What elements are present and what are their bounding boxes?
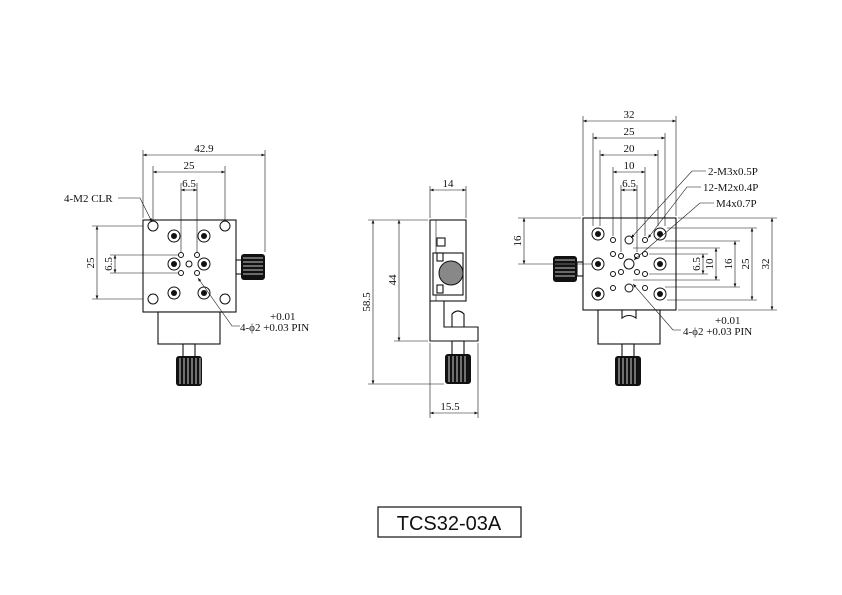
front-side-knob [241,254,265,280]
front-hole-clr [219,293,231,305]
side-lower-body [429,300,479,342]
top-callout-m3: 2-M3x0.5P [708,166,758,178]
top-callout-m2: 12-M2x0.4P [703,182,758,194]
top-dim-25: 25 [624,126,636,138]
side-dim-585: 58.5 [361,292,373,312]
front-dim-65x: 6.5 [182,178,196,190]
front-hole-clr [219,220,231,232]
side-dim-155: 15.5 [440,401,460,413]
front-dim-25y: 25 [85,257,97,269]
top-dim-r16: 16 [723,258,735,270]
top-holes [591,227,667,301]
front-knob-ridges [179,358,201,384]
front-callout-pin-tol: +0.01 [270,311,295,323]
top-dim-20: 20 [624,143,636,155]
front-dim-25x: 25 [184,160,196,172]
front-side-knob-ridges [243,257,263,275]
top-dim-r10: 10 [704,258,716,270]
side-dim-14: 14 [443,178,455,190]
title-box [377,506,522,538]
top-dim-10: 10 [624,160,636,172]
front-knob-shaft [182,343,196,359]
top-view: 32 25 20 10 6.5 16 6.5 10 16 [512,109,777,386]
front-hole-clr [147,293,159,305]
top-dim-32: 32 [624,109,635,121]
front-dim-width: 42.9 [194,143,214,155]
side-dim-44: 44 [387,274,399,286]
front-callout-pin: 4-ϕ2 +0.03 PIN [240,322,309,334]
front-dim-65y: 6.5 [103,257,115,271]
model-title: TCS32-03A [397,513,502,535]
front-knob [176,356,202,386]
top-dim-r25: 25 [740,258,752,270]
top-dim-left16: 16 [512,235,524,247]
side-knob [445,354,471,384]
front-screws [167,229,211,300]
front-lower-block [157,311,221,345]
side-pin [451,310,465,328]
front-hole-clr [147,220,159,232]
side-view: 14 44 58.5 15.5 [361,178,479,418]
front-callout-clr: 4-M2 CLR [64,193,113,205]
top-dim-r32: 32 [760,259,772,270]
title-block: TCS32-03A [377,506,522,538]
front-view: 42.9 25 6.5 25 6.5 4-M2 CLR +0.01 4-ϕ2 +… [64,143,309,386]
side-knob-circle [438,260,464,286]
top-callout-pin: 4-ϕ2 +0.03 PIN [683,326,752,338]
top-callout-pin-tol: +0.01 [715,315,740,327]
top-knob [615,356,641,386]
top-callout-m4: M4x0.7P [716,198,757,210]
top-side-knob [553,256,577,282]
top-dim-r65: 6.5 [691,257,703,271]
top-dim-65: 6.5 [622,178,636,190]
